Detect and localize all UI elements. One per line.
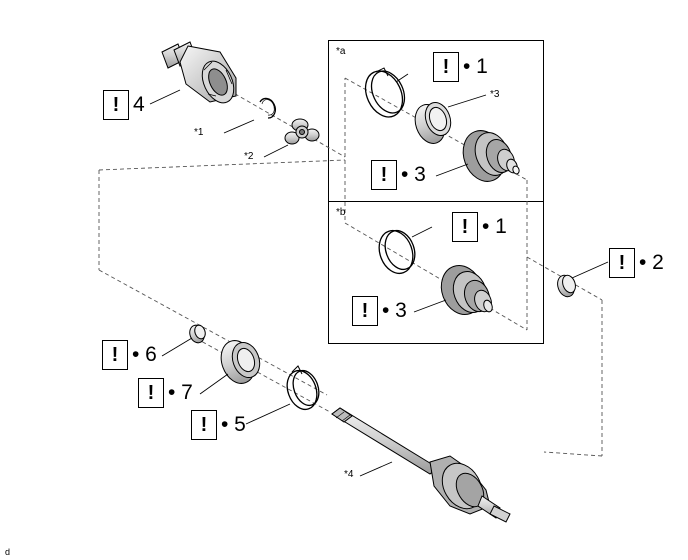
note-damper: *3 [490,89,500,100]
outboard-small-clamp [189,324,206,344]
outboard-boot-7 [220,340,261,384]
outboard-boot-clamp-5 [286,365,320,411]
callout-part-4: 4 [133,93,145,116]
dashed-guide-lines [98,51,603,457]
group-b-box [328,201,544,344]
callout-part-7: • 7 [168,381,193,404]
warning-icon[interactable]: ! [191,410,217,440]
inboard-boot-b [440,265,493,315]
warning-icon[interactable]: ! [433,52,459,82]
callout-part-3b: • 3 [382,299,407,322]
warning-icon[interactable]: ! [609,248,635,278]
warning-icon[interactable]: ! [138,378,164,408]
boot-clamp-b [378,229,416,275]
boot-small-clamp [557,274,576,298]
note-group-b: *b [336,207,346,218]
warning-icon[interactable]: ! [102,340,128,370]
boot-clamp-a [364,67,406,118]
drive-shaft [331,407,511,523]
leader-lines [149,73,609,477]
boot-damper-a [414,102,452,144]
warning-icon[interactable]: ! [452,212,478,242]
warning-icon[interactable]: ! [352,296,378,326]
callout-part-2: • 2 [639,251,664,274]
note-snap-ring: *1 [194,127,204,138]
figure-id: d [5,547,10,557]
callout-part-1b: • 1 [482,215,507,238]
note-tripod: *2 [244,151,254,162]
tripod-joint [284,118,320,145]
snap-ring-1 [259,97,276,119]
inboard-joint-outer-race [161,41,237,104]
inboard-boot-a [462,130,520,182]
callout-part-1a: • 1 [463,55,488,78]
callout-part-6: • 6 [132,343,157,366]
callout-part-3a: • 3 [401,163,426,186]
warning-icon[interactable]: ! [103,90,129,120]
callout-part-5: • 5 [221,413,246,436]
note-group-a: *a [336,46,346,57]
note-drive-shaft: *4 [344,469,354,480]
warning-icon[interactable]: ! [371,160,397,190]
